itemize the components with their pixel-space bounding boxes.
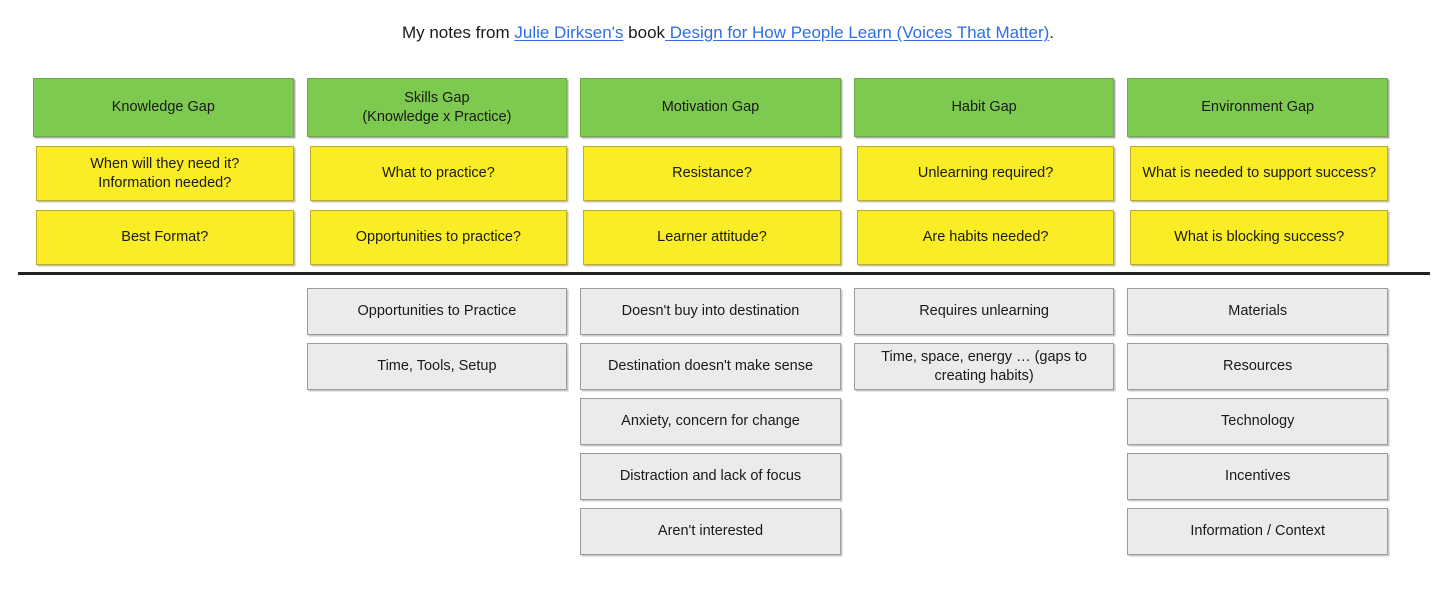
gap-header-2[interactable]: Skills Gap (Knowledge x Practice) [306,78,568,137]
gap-question-3-2[interactable]: Learner attitude? [583,210,841,265]
gap-item-5-2[interactable]: Resources [1127,343,1388,390]
gap-item-3-4[interactable]: Distraction and lack of focus [580,453,841,500]
gap-item-2-1-label: Opportunities to Practice [357,303,517,319]
gap-header-1[interactable]: Knowledge Gap [33,78,294,137]
book-title-link[interactable]: Design for How People Learn (Voices That… [665,23,1050,42]
gap-question-2-2[interactable]: Opportunities to practice? [309,210,568,265]
gap-question-5-1[interactable]: What is needed to support success? [1130,146,1388,201]
gap-item-5-2-label: Resources [1223,358,1293,374]
gap-item-5-1-label: Materials [1228,303,1288,319]
gap-question-1-2[interactable]: Best Format? [36,210,294,265]
gap-item-5-4[interactable]: Incentives [1127,453,1388,500]
gap-header-5[interactable]: Environment Gap [1127,78,1388,137]
gap-question-3-2-label: Learner attitude? [657,229,767,245]
caption-prefix: My notes from [401,23,515,42]
gap-matrix-upper: Knowledge Gap Skills Gap (Knowledge x Pra… [33,78,1388,265]
gap-item-3-4-label: Distraction and lack of focus [619,468,802,484]
gap-header-2-label: Skills Gap (Knowledge x Practice) [362,89,512,125]
gap-item-2-2-label: Time, Tools, Setup [377,358,497,374]
gap-item-3-1[interactable]: Doesn't buy into destination [580,288,841,335]
gap-item-3-2-label: Destination doesn't make sense [607,358,814,374]
gap-question-1-2-label: Best Format? [121,229,209,245]
gap-item-4-1-label: Requires unlearning [919,303,1049,319]
gap-item-3-1-label: Doesn't buy into destination [621,303,800,319]
gap-header-3[interactable]: Motivation Gap [580,78,841,137]
gap-question-5-2-label: What is blocking success? [1174,229,1345,245]
gap-item-3-3[interactable]: Anxiety, concern for change [580,398,841,445]
caption-middle: book [623,23,666,42]
gap-question-5-1-label: What is needed to support success? [1142,165,1377,181]
gap-question-4-1-label: Unlearning required? [917,165,1054,181]
gap-header-5-label: Environment Gap [1201,99,1315,115]
gap-question-5-2[interactable]: What is blocking success? [1130,210,1388,265]
gap-item-4-2-label: Time, space, energy … (gaps to creating … [881,348,1087,384]
gap-item-5-5[interactable]: Information / Context [1127,508,1388,555]
gap-question-4-2[interactable]: Are habits needed? [856,210,1115,265]
caption-suffix: . [1049,23,1055,42]
section-divider [18,272,1430,275]
gap-question-2-2-label: Opportunities to practice? [355,229,521,245]
gap-item-5-1[interactable]: Materials [1127,288,1388,335]
gap-item-5-3-label: Technology [1221,413,1295,429]
gap-item-3-3-label: Anxiety, concern for change [621,413,800,429]
gap-question-2-1[interactable]: What to practice? [309,146,568,201]
gap-item-4-1[interactable]: Requires unlearning [853,288,1115,335]
gap-item-3-2[interactable]: Destination doesn't make sense [580,343,841,390]
gap-question-4-2-label: Are habits needed? [922,229,1049,245]
gap-question-1-1[interactable]: When will they need it? Information need… [36,146,294,201]
gap-item-2-1[interactable]: Opportunities to Practice [306,288,568,335]
gap-question-3-1[interactable]: Resistance? [583,146,841,201]
page-caption: My notes from Julie Dirksen's book Desig… [0,20,1456,46]
gap-header-3-label: Motivation Gap [661,99,760,115]
gap-item-5-4-label: Incentives [1225,468,1291,484]
gap-item-5-5-label: Information / Context [1190,523,1325,539]
gap-question-2-1-label: What to practice? [381,165,495,181]
gap-item-2-2[interactable]: Time, Tools, Setup [306,343,568,390]
author-link[interactable]: Julie Dirksen's [514,23,624,42]
gap-item-3-5[interactable]: Aren't interested [580,508,841,555]
gap-item-5-3[interactable]: Technology [1127,398,1388,445]
gap-question-4-1[interactable]: Unlearning required? [856,146,1115,201]
gap-header-4-label: Habit Gap [951,99,1017,115]
gap-question-3-1-label: Resistance? [672,165,752,181]
gap-item-4-2[interactable]: Time, space, energy … (gaps to creating … [853,343,1115,390]
gap-item-3-5-label: Aren't interested [657,523,764,539]
gap-header-4[interactable]: Habit Gap [853,78,1115,137]
gap-question-1-1-label: When will they need it? Information need… [90,155,240,191]
gap-header-1-label: Knowledge Gap [111,99,215,115]
